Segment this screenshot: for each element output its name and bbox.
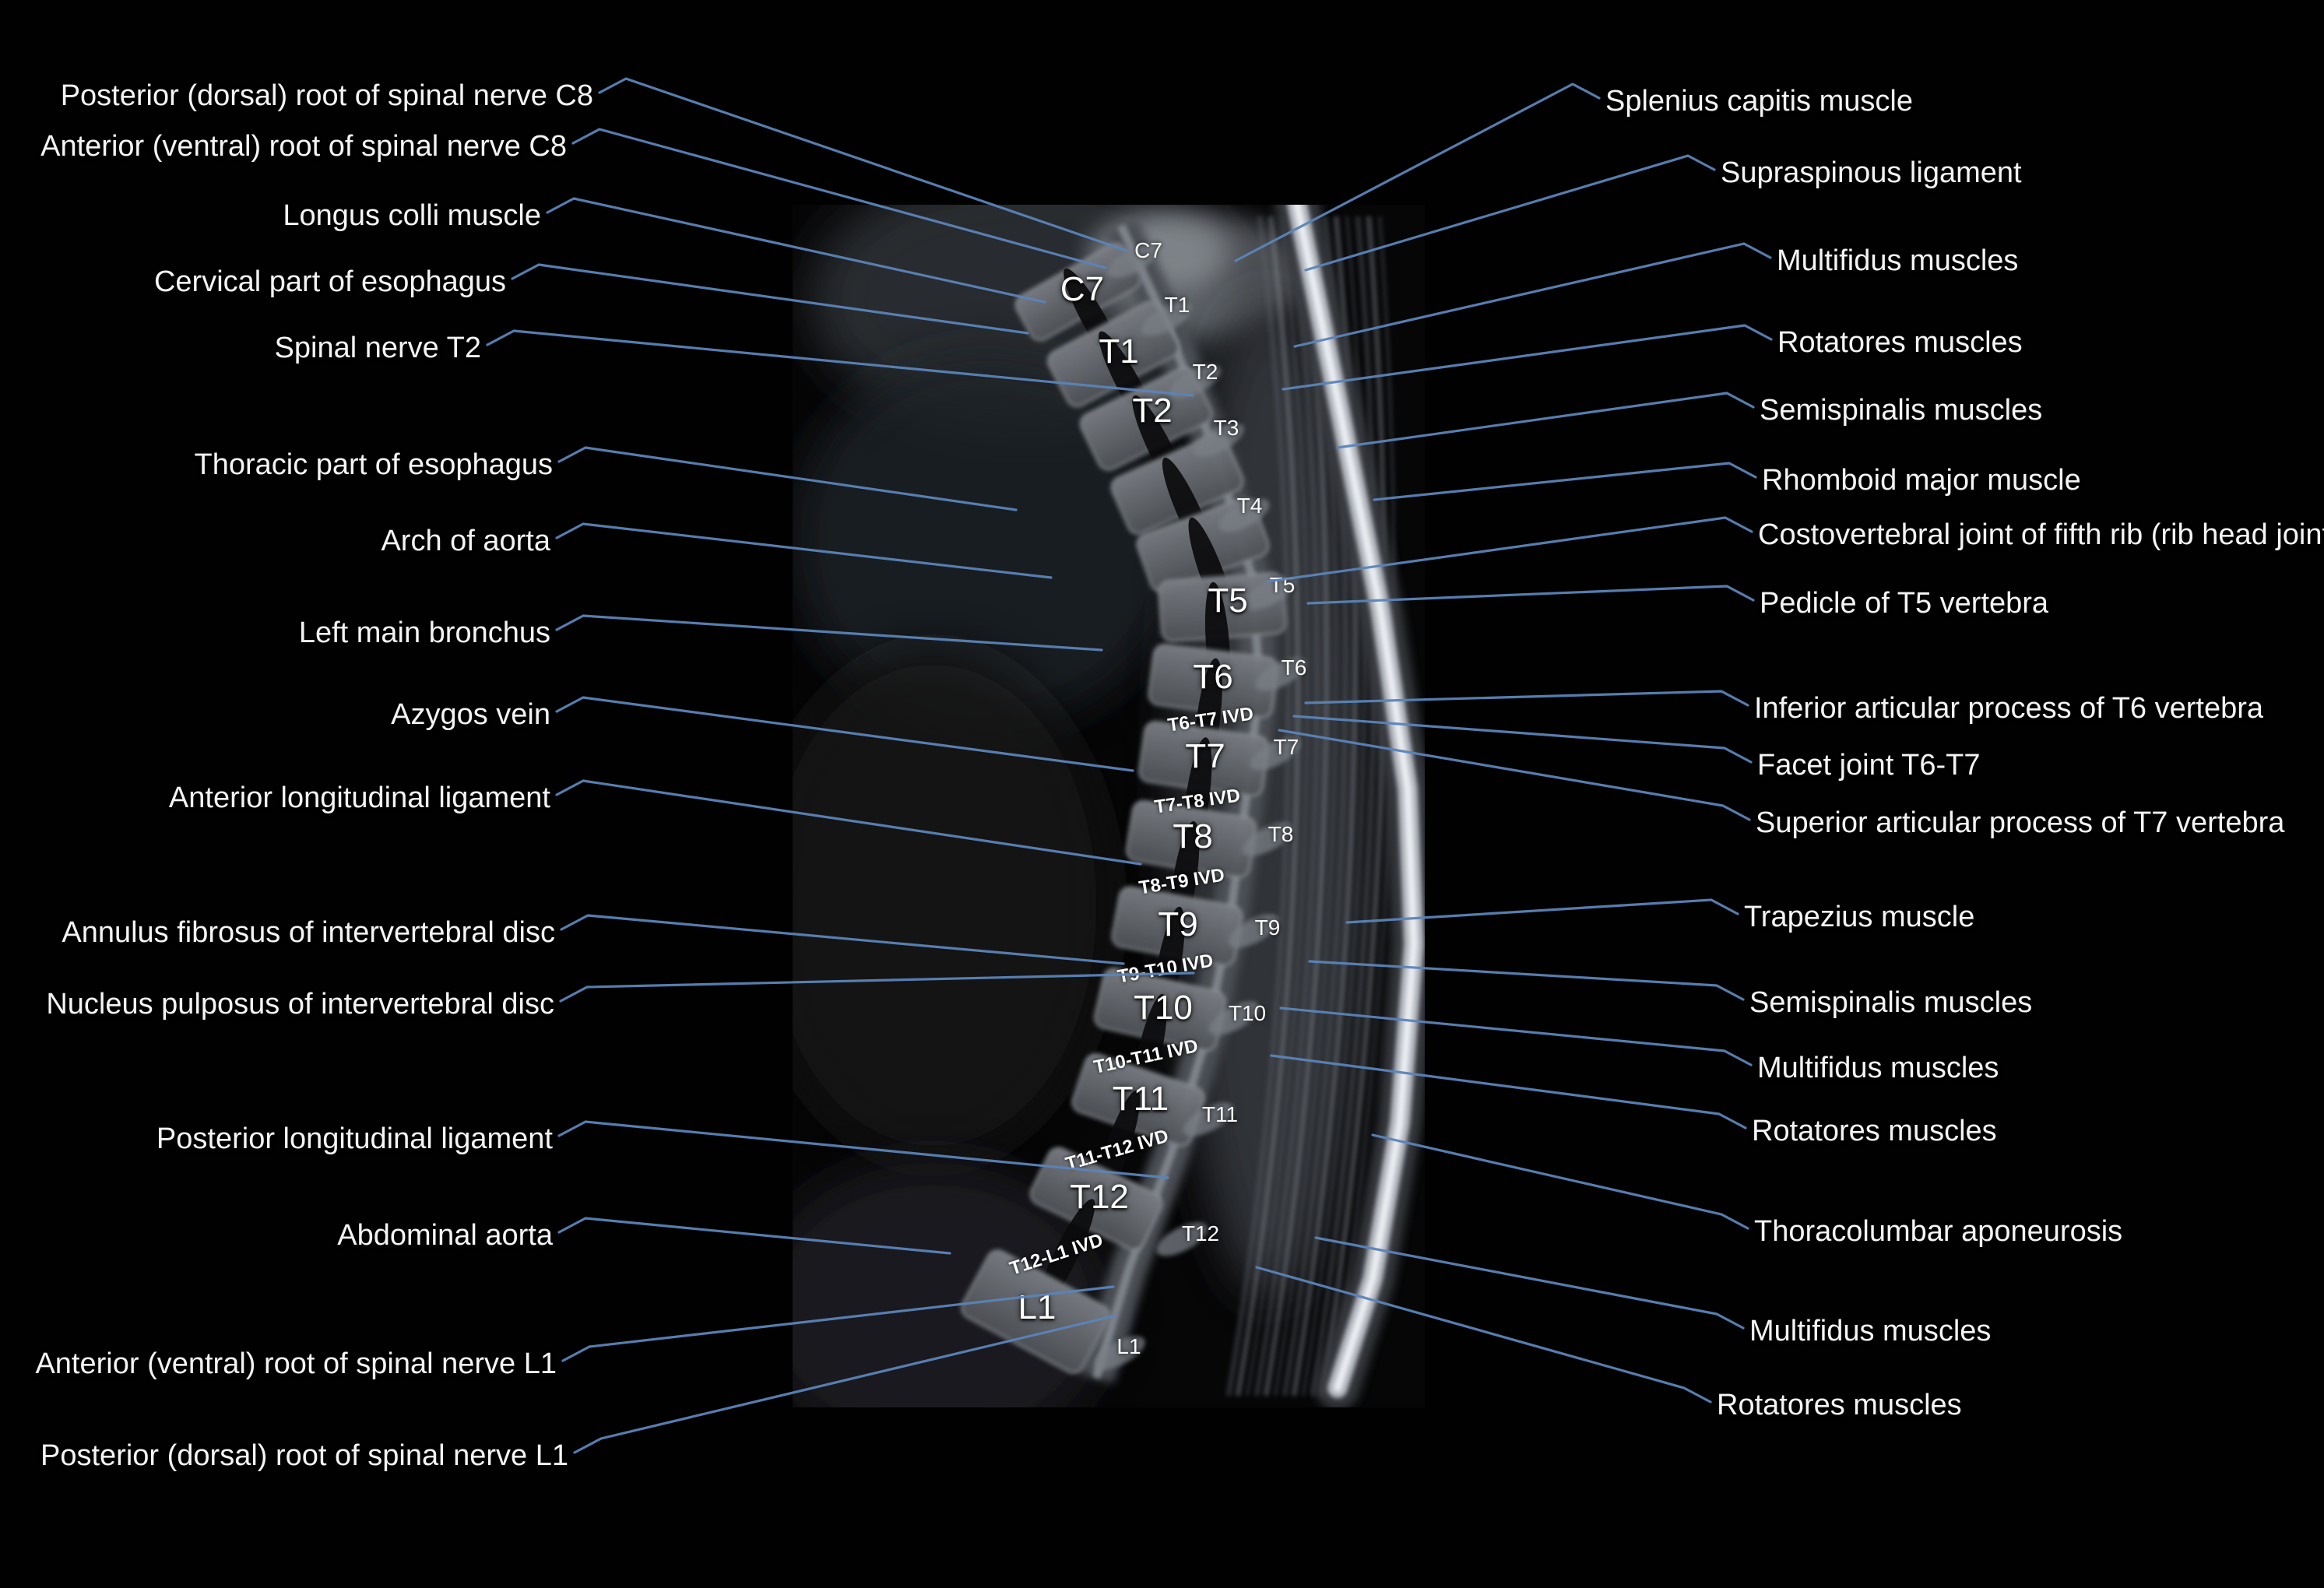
spinous-process: [1208, 1001, 1260, 1035]
label-left-posterior-dorsal-root-of-spinal-nerve-l1-15: Posterior (dorsal) root of spinal nerve …: [40, 1439, 568, 1472]
spinous-process-label-t5: T5: [1269, 573, 1296, 597]
label-left-anterior-ventral-root-of-spinal-nerve-c8-1: Anterior (ventral) root of spinal nerve …: [40, 130, 567, 163]
label-right-rhomboid-major-muscle-5: Rhomboid major muscle: [1762, 464, 2081, 497]
spinous-process: [1255, 657, 1306, 691]
spinous-process: [1183, 1102, 1234, 1137]
label-right-inferior-articular-process-of-t6-vertebra-8: Inferior articular process of T6 vertebr…: [1754, 692, 2264, 725]
label-right-multifidus-muscles-16: Multifidus muscles: [1749, 1315, 1992, 1347]
leader-right-thoracolumbar-aponeurosis-15: [1371, 1133, 1749, 1230]
label-left-azygos-vein-8: Azygos vein: [391, 698, 550, 731]
label-right-multifidus-muscles-13: Multifidus muscles: [1757, 1052, 1999, 1084]
label-right-semispinalis-muscles-12: Semispinalis muscles: [1749, 986, 2033, 1019]
spinous-process: [1228, 914, 1279, 948]
vertebra-body-label-t11: T11: [1112, 1080, 1169, 1118]
spinous-process-label-t3: T3: [1213, 416, 1239, 440]
spinous-process-label-t6: T6: [1281, 655, 1307, 680]
label-right-supraspinous-ligament-1: Supraspinous ligament: [1721, 156, 2022, 189]
label-right-rotatores-muscles-14: Rotatores muscles: [1752, 1115, 1997, 1147]
vertebra-body-label-t8: T8: [1173, 817, 1213, 855]
label-left-longus-colli-muscle-2: Longus colli muscle: [283, 199, 541, 232]
vertebra-body-label-c7: C7: [1060, 270, 1105, 308]
label-right-rotatores-muscles-17: Rotatores muscles: [1717, 1389, 1962, 1421]
label-left-posterior-dorsal-root-of-spinal-nerve-c8-0: Posterior (dorsal) root of spinal nerve …: [60, 79, 593, 112]
vertebra-body-label-l1: L1: [1018, 1288, 1057, 1326]
label-right-thoracolumbar-aponeurosis-15: Thoracolumbar aponeurosis: [1754, 1215, 2123, 1248]
spinous-process-label-t2: T2: [1192, 360, 1218, 384]
spinous-process-label-t1: T1: [1164, 293, 1190, 317]
label-left-abdominal-aorta-13: Abdominal aorta: [337, 1219, 553, 1252]
vertebra-body-label-t9: T9: [1158, 905, 1198, 943]
leader-right-rhomboid-major-muscle-5: [1373, 462, 1757, 501]
spinous-process: [1193, 423, 1244, 457]
label-left-anterior-longitudinal-ligament-9: Anterior longitudinal ligament: [168, 782, 550, 814]
label-right-pedicle-of-t5-vertebra-7: Pedicle of T5 vertebra: [1760, 587, 2049, 620]
vertebra-body-label-t10: T10: [1134, 989, 1193, 1027]
mri-image: [793, 205, 1425, 1407]
vertebra-body-label-t5: T5: [1208, 581, 1248, 620]
label-right-semispinalis-muscles-4: Semispinalis muscles: [1760, 394, 2043, 427]
label-right-superior-articular-process-of-t7-vertebra-10: Superior articular process of T7 vertebr…: [1756, 806, 2285, 839]
label-right-facet-joint-t6-t7-9: Facet joint T6-T7: [1757, 749, 1981, 782]
spinous-process: [1107, 244, 1158, 278]
soft-tissue: [793, 648, 1112, 1162]
mri-artwork: [793, 205, 1425, 1407]
label-left-posterior-longitudinal-ligament-12: Posterior longitudinal ligament: [156, 1122, 553, 1155]
label-left-anterior-ventral-root-of-spinal-nerve-l1-14: Anterior (ventral) root of spinal nerve …: [35, 1347, 557, 1380]
spinous-process: [1243, 576, 1295, 610]
spinous-process-label-t8: T8: [1267, 822, 1294, 846]
vertebra-body-label-t7: T7: [1185, 737, 1225, 775]
label-left-cervical-part-of-esophagus-3: Cervical part of esophagus: [153, 265, 506, 298]
spinous-process-label-c7: C7: [1134, 238, 1162, 262]
spinous-process: [1141, 302, 1192, 336]
vertebra-body-label-t12: T12: [1070, 1178, 1129, 1216]
label-right-costovertebral-joint-of-fifth-rib-rib-head-joint-6: Costovertebral joint of fifth rib (rib h…: [1758, 518, 2324, 551]
label-left-left-main-bronchus-7: Left main bronchus: [298, 617, 550, 649]
spinous-process-label-t10: T10: [1228, 1001, 1267, 1025]
vertebra-body-label-t1: T1: [1099, 332, 1139, 371]
spinous-process: [1242, 822, 1293, 856]
spinous-process-label-t11: T11: [1201, 1102, 1239, 1126]
spinous-process-label-l1: L1: [1116, 1334, 1141, 1358]
label-left-spinal-nerve-t2-4: Spinal nerve T2: [274, 332, 481, 364]
label-right-multifidus-muscles-2: Multifidus muscles: [1777, 244, 2019, 277]
spinous-process: [1156, 1222, 1208, 1256]
spinous-process-label-t4: T4: [1236, 494, 1263, 518]
label-left-annulus-fibrosus-of-intervertebral-disc-10: Annulus fibrosus of intervertebral disc: [62, 916, 555, 949]
label-left-nucleus-pulposus-of-intervertebral-disc-11: Nucleus pulposus of intervertebral disc: [46, 988, 554, 1021]
vertebra-body-label-t2: T2: [1132, 392, 1173, 430]
spinous-process: [1218, 498, 1270, 532]
label-right-trapezius-muscle-11: Trapezius muscle: [1744, 901, 1975, 933]
label-right-rotatores-muscles-3: Rotatores muscles: [1777, 326, 2023, 359]
label-left-thoracic-part-of-esophagus-5: Thoracic part of esophagus: [194, 448, 554, 481]
label-right-splenius-capitis-muscle-0: Splenius capitis muscle: [1605, 85, 1913, 118]
vertebra-body-label-t6: T6: [1193, 658, 1233, 696]
label-left-arch-of-aorta-6: Arch of aorta: [381, 525, 550, 557]
spinous-process-label-t7: T7: [1273, 735, 1299, 759]
spinous-process-label-t9: T9: [1254, 915, 1281, 940]
spinous-process-label-t12: T12: [1181, 1221, 1220, 1245]
